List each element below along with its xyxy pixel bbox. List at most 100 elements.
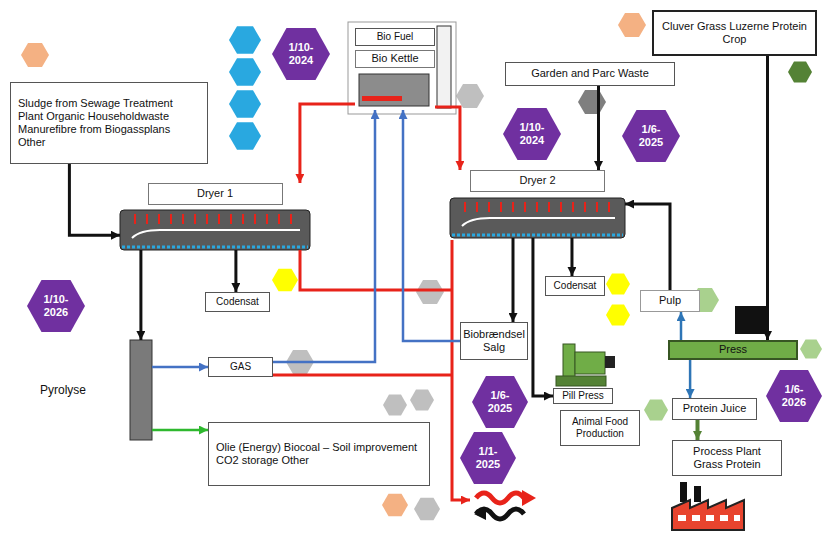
node-label: Biobrændsel Salg: [463, 328, 525, 354]
flow-arrow: [533, 238, 553, 396]
process-box: Biobrændsel Salg: [460, 322, 528, 360]
flow-arrow: [152, 366, 208, 369]
date-label: 1/6-2025: [480, 389, 520, 415]
node-label: Dryer 2: [519, 174, 555, 187]
hexagon-mark: [229, 58, 261, 86]
hexagon-shape: [622, 110, 680, 162]
hexagon-mark: [606, 274, 630, 295]
node-label: GAS: [230, 361, 251, 373]
factory-icon: [672, 482, 744, 530]
node-label: Press: [719, 343, 747, 356]
process-box: Codensat: [205, 292, 270, 312]
date-hexagon: 1/1-2025: [460, 432, 516, 484]
node-label: Codensat: [554, 280, 597, 292]
process-box: GAS: [208, 357, 273, 377]
node-label: Bio Kettle: [371, 52, 418, 65]
dryer-unit: Dryer 1: [120, 183, 310, 250]
hexagon-mark: [416, 280, 444, 304]
hexagon-mark: [272, 269, 298, 292]
dryer-machine: [450, 198, 625, 238]
press-feed: [735, 306, 767, 334]
hexagon-shape: [460, 432, 516, 484]
kettle-label-box: Bio Kettle: [355, 50, 435, 68]
date-hexagon: 1/10-2024: [503, 108, 561, 160]
flow-arrow: [689, 360, 692, 398]
pyrolyse-unit: Pyrolyse: [40, 340, 152, 440]
node-label: Pill Press: [562, 390, 604, 402]
hexagon-shape: [503, 108, 561, 160]
flow-arrow: [597, 86, 600, 170]
date-hexagon: 1/10-2026: [27, 280, 85, 332]
process-box: Press: [668, 340, 798, 360]
kettle-chimney: [437, 26, 451, 108]
process-box: Sludge from Sewage Treatment Plant Organ…: [10, 82, 208, 164]
process-box: Olie (Energy) Biocoal – Soil improvement…: [208, 422, 430, 486]
hexagon-mark: [414, 498, 440, 521]
date-hexagon: 1/6-2025: [622, 110, 680, 162]
date-label: 1/10-2024: [281, 41, 321, 67]
node-label: Pyrolyse: [40, 383, 86, 397]
heat-line: [273, 374, 452, 377]
process-box: Protein Juice: [672, 398, 757, 420]
hexagon-mark: [229, 26, 261, 54]
hexagon-mark: [410, 390, 434, 411]
date-hexagon: 1/10-2024: [272, 28, 330, 80]
hexagon-mark: [578, 90, 606, 114]
flow-arrow: [139, 250, 142, 340]
flow-arrow: [273, 110, 375, 362]
kettle-body: [359, 74, 429, 106]
date-hexagon: 1/6-2025: [472, 376, 528, 428]
node-label: Dryer 1: [197, 187, 233, 200]
hexagon-shape: [472, 376, 528, 428]
node-label: Protein Juice: [683, 402, 747, 415]
flow-arrow: [69, 164, 120, 235]
flow-arrow: [570, 238, 573, 276]
hexagon-mark: [606, 305, 630, 326]
process-box: Codensat: [545, 276, 605, 296]
dryer-machine: [120, 210, 310, 250]
node-label: Bio Fuel: [377, 31, 414, 43]
process-box: Garden and Parc Waste: [505, 62, 675, 86]
bio-kettle-unit: Bio Kettle: [355, 50, 435, 110]
hexagon-shape: [272, 28, 330, 80]
pyrolyse-label: Pyrolyse: [40, 383, 126, 397]
flow-arrow: [766, 56, 769, 340]
hexagon-mark: [618, 13, 646, 37]
node-label: Sludge from Sewage Treatment Plant Organ…: [18, 97, 200, 150]
hexagon-mark: [644, 400, 668, 421]
dryer-label-box: Dryer 2: [470, 170, 605, 192]
node-label: Animal Food Production: [566, 416, 634, 440]
dryer-unit: Dryer 2: [450, 170, 625, 238]
date-label: 1/10-2024: [512, 121, 552, 147]
date-label: 1/6-2025: [631, 123, 671, 149]
date-label: 1/1-2025: [468, 445, 508, 471]
hexagon-mark: [456, 84, 484, 108]
flow-arrow: [625, 204, 670, 290]
date-label: 1/10-2026: [36, 293, 76, 319]
flow-arrow: [152, 429, 208, 432]
node-label: Codensat: [216, 296, 259, 308]
kettle-fire: [362, 96, 402, 101]
kettle-frame: [348, 22, 456, 114]
flow-arrow: [680, 312, 683, 340]
flow-arrow: [234, 250, 237, 292]
hexagon-mark: [800, 339, 822, 358]
hexagon-mark: [383, 395, 407, 416]
hexagon-mark: [21, 43, 49, 67]
pill-press-machine: [556, 344, 615, 386]
date-label: 1/6-2026: [774, 383, 814, 409]
flow-arrow: [403, 110, 460, 341]
node-label: Olie (Energy) Biocoal – Soil improvement…: [216, 441, 422, 467]
process-box: Cluver Grass Luzerne Protein Crop: [652, 10, 817, 56]
process-box: Bio Fuel: [355, 28, 435, 46]
hexagon-mark: [382, 494, 408, 517]
process-box: Pulp: [640, 290, 700, 312]
hexagon-mark: [229, 122, 261, 150]
node-label: Garden and Parc Waste: [531, 67, 649, 80]
dryer-label-box: Dryer 1: [148, 183, 283, 205]
process-box: Process Plant Grass Protein: [672, 440, 782, 476]
hexagon-shape: [27, 280, 85, 332]
flow-arrow: [300, 104, 355, 183]
hexagon-mark: [788, 62, 812, 83]
process-box: Animal Food Production: [560, 410, 640, 446]
